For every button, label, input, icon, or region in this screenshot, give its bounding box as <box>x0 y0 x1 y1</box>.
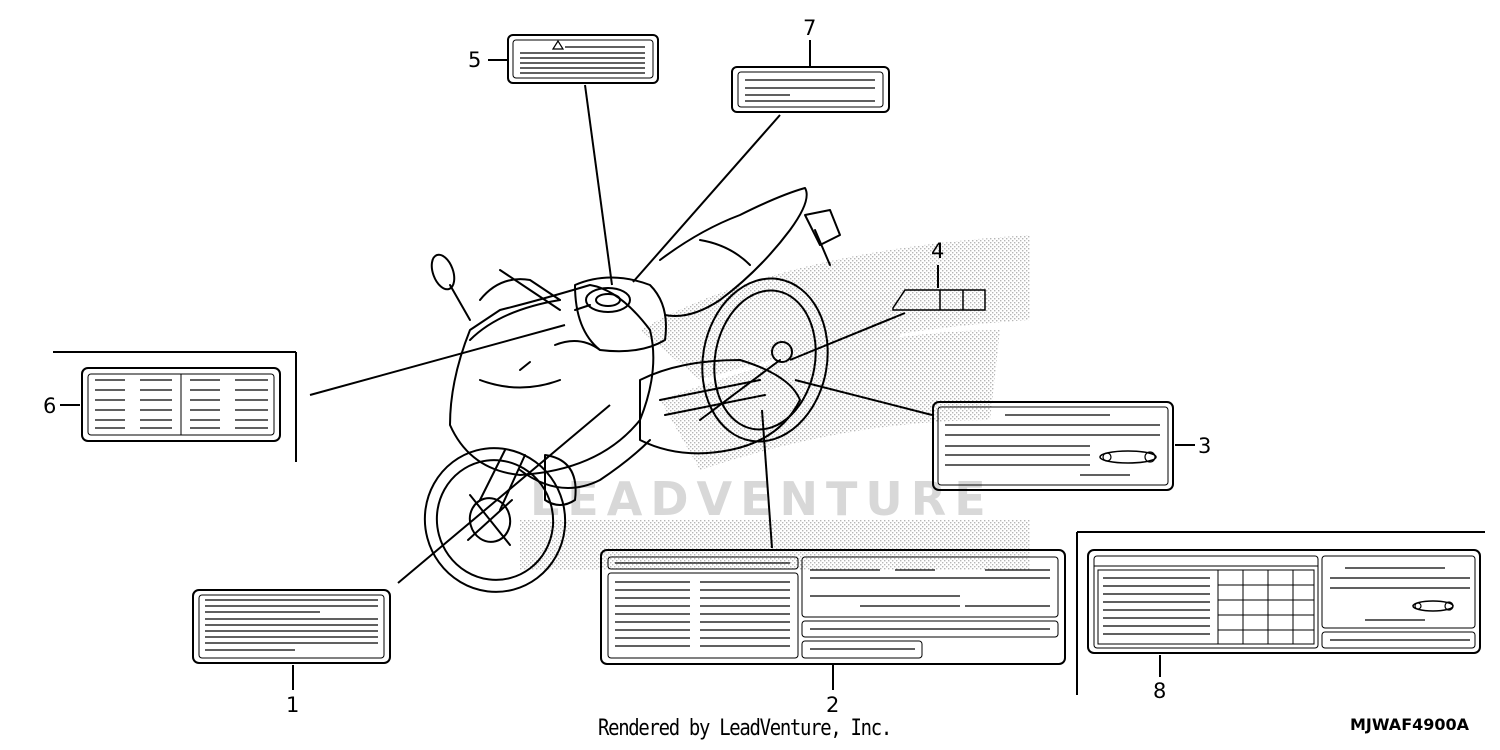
watermark-text: LEADVENTURE <box>530 472 994 526</box>
callout-3: 3 <box>1198 434 1211 458</box>
callout-1: 1 <box>286 693 299 717</box>
label-8-graphic <box>1087 549 1481 654</box>
callout-8: 8 <box>1153 679 1166 703</box>
credit-text: Rendered by LeadVenture, Inc. <box>598 716 892 741</box>
label-3-graphic <box>932 401 1174 491</box>
part-code: MJWAF4900A <box>1350 715 1470 734</box>
label-1-graphic <box>192 589 391 664</box>
label-6-graphic <box>81 367 281 442</box>
motorcycle-illustration <box>423 187 841 593</box>
leader-lines <box>53 40 1485 695</box>
callout-4: 4 <box>931 239 944 263</box>
label-2-graphic <box>600 549 1066 665</box>
callout-6: 6 <box>43 394 56 418</box>
callout-7: 7 <box>803 16 816 40</box>
callout-2: 2 <box>826 693 839 717</box>
label-5-graphic <box>507 34 659 84</box>
callout-5: 5 <box>468 48 481 72</box>
label-7-graphic <box>731 66 890 113</box>
label-4-graphic <box>892 289 986 311</box>
